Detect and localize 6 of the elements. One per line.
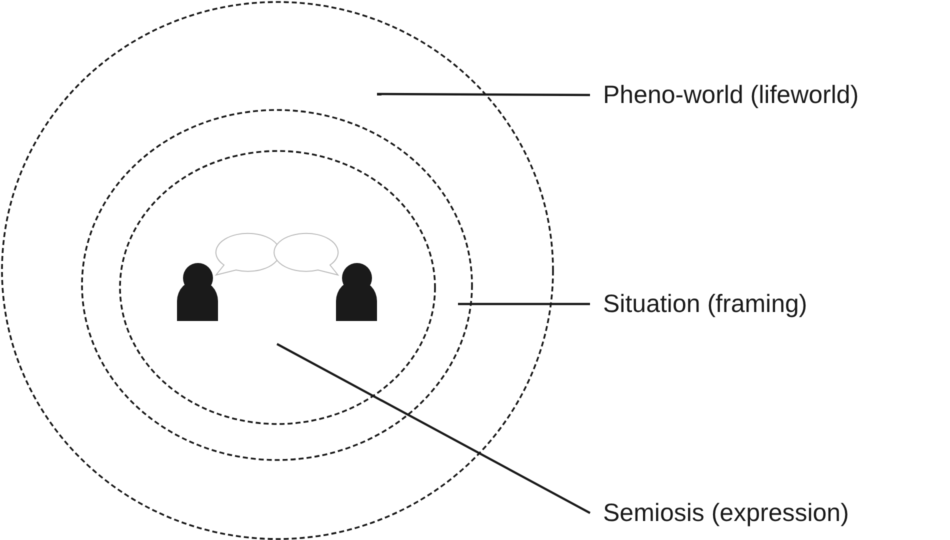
leader-line: [276, 343, 591, 514]
region-label: Pheno-world (lifeworld): [603, 80, 859, 110]
region-label: Situation (framing): [603, 289, 808, 319]
leader-line: [458, 302, 590, 306]
region-label: Semiosis (expression): [603, 498, 849, 528]
leader-line: [377, 92, 590, 96]
